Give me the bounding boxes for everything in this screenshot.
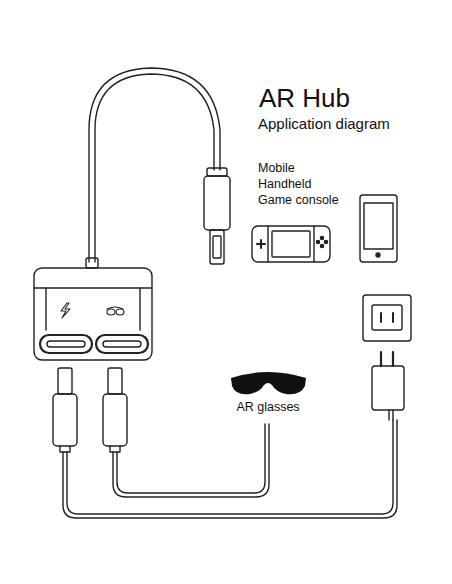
power-icon: [61, 303, 70, 318]
diagram-title: AR Hub: [259, 84, 350, 113]
usb-c-plug: [210, 230, 224, 264]
handheld-console-icon: [252, 226, 330, 262]
ar-glasses-icon: [231, 372, 306, 394]
glasses-cable: [117, 424, 265, 493]
hub-cable: [95, 74, 214, 262]
device-label: Mobile: [258, 162, 295, 176]
glasses-cable: [113, 424, 269, 497]
hub-body: [46, 288, 140, 330]
usb-c-port: [103, 341, 141, 347]
hub-body: [34, 268, 152, 360]
usb-c-plug: [207, 168, 227, 176]
phone-icon: [360, 195, 397, 262]
usb-c-port: [96, 335, 148, 353]
usb-c-port: [40, 335, 92, 353]
device-label: Handheld: [258, 178, 312, 192]
hub-neck: [86, 258, 98, 268]
usb-c-plug: [53, 368, 127, 452]
charger-icon: [372, 352, 404, 420]
device-label: Game console: [258, 194, 339, 208]
diagram-subtitle: Application diagram: [258, 116, 390, 133]
usb-c-plug: [204, 176, 230, 230]
hub-cable: [89, 68, 220, 262]
glasses-label: AR glasses: [236, 401, 299, 415]
glasses-icon: [107, 307, 124, 315]
charger-cable: [63, 420, 397, 518]
usb-c-plug: [213, 236, 221, 258]
charger-cable: [67, 420, 393, 514]
usb-c-port: [47, 341, 85, 347]
hub-body: [34, 287, 152, 288]
wall-outlet-icon: [363, 295, 411, 341]
